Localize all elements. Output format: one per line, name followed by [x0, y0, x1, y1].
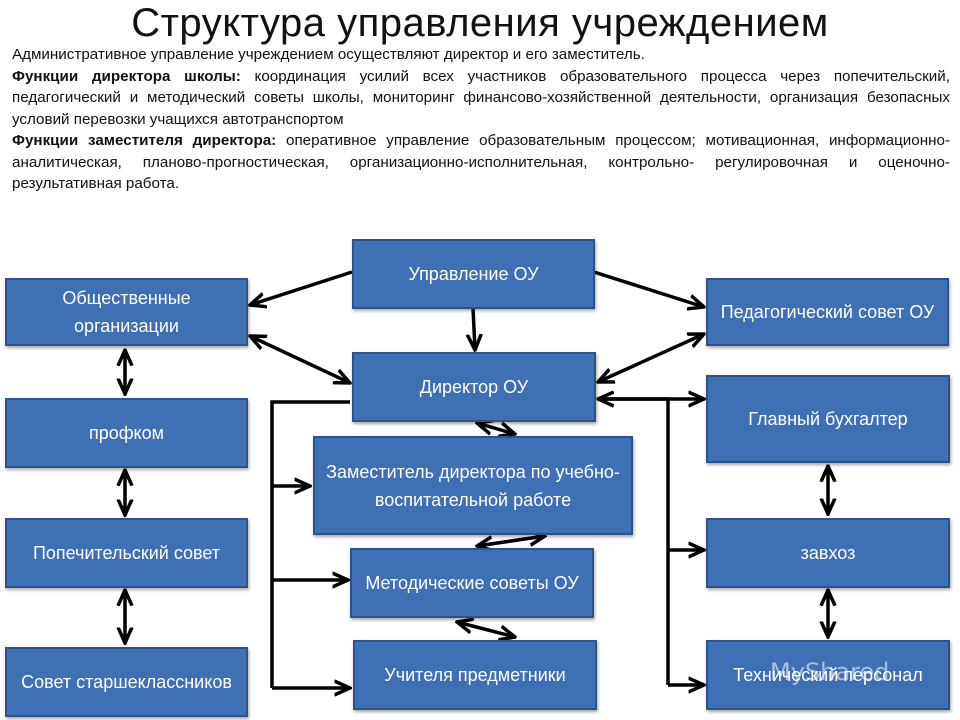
- box-profkom: профком: [5, 398, 248, 468]
- box-sovet-starsheklassnikov: Совет старшеклассников: [5, 647, 248, 717]
- watermark: MyShared: [770, 658, 890, 686]
- arrow-pedsovet-direktor: [598, 334, 704, 382]
- arrow-obshchestvennye-direktor: [250, 336, 350, 383]
- arrow-direktor-zamestitel: [477, 423, 515, 434]
- box-direktor: Директор ОУ: [352, 352, 596, 422]
- intro-paragraph: Административное управление учреждением …: [12, 46, 645, 63]
- director-functions-paragraph: Функции директора школы: координация уси…: [12, 66, 950, 131]
- box-obshchestvennye: Общественные организации: [5, 278, 248, 346]
- box-upravlenie: Управление ОУ: [352, 239, 595, 309]
- director-functions-text: координация усилий всех участников образ…: [12, 67, 950, 128]
- box-uchitelya: Учителя предметники: [353, 640, 597, 710]
- deputy-functions-paragraph: Функции заместителя директора: оперативн…: [12, 130, 950, 195]
- arrow-zamestitel-metodicheskie: [477, 536, 545, 546]
- arrow-upravlenie-pedsovet: [593, 270, 704, 307]
- box-pedsovet: Педагогический совет ОУ: [706, 278, 949, 346]
- box-zavhoz: завхоз: [706, 518, 950, 588]
- director-functions-label: Функции директора школы:: [12, 67, 241, 85]
- box-tehnicheskiy: Технический персонал: [706, 640, 950, 710]
- bus-left: [270, 400, 350, 688]
- arrow-metodicheskie-uchitelya: [457, 622, 515, 637]
- arrow-upravlenie-obshchestvennye: [250, 270, 353, 305]
- box-popechitelsky: Попечительский совет: [5, 518, 248, 588]
- box-metodicheskie: Методические советы ОУ: [350, 548, 594, 618]
- bus-right: [598, 397, 670, 685]
- box-buhgalter: Главный бухгалтер: [706, 375, 950, 463]
- box-zamestitel: Заместитель директора по учебно-воспитат…: [313, 436, 633, 535]
- deputy-functions-text: оперативное управление образовательным п…: [12, 132, 950, 192]
- page-title: Структура управления учреждением: [131, 1, 829, 45]
- description-text: Административное управление учреждением …: [12, 44, 950, 195]
- arrow-upravlenie-direktor: [473, 307, 475, 350]
- deputy-functions-label: Функции заместителя директора:: [12, 132, 277, 149]
